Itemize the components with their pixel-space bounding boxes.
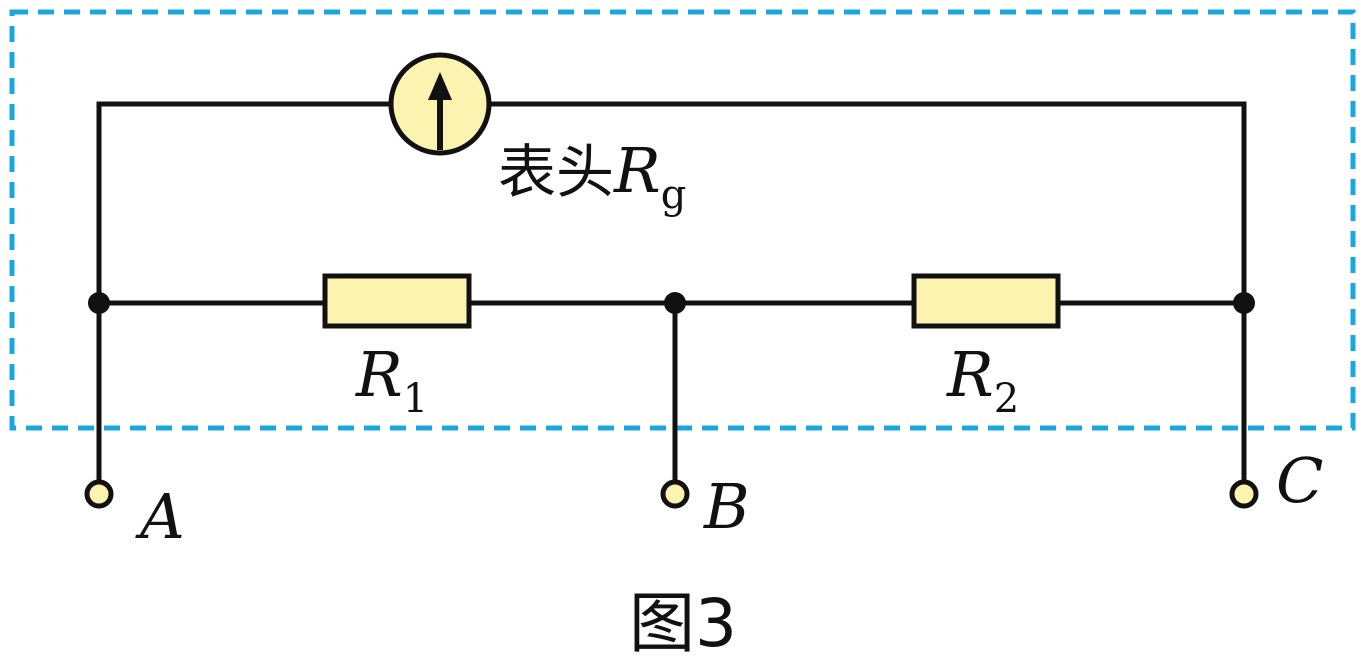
resistor-r2 (911, 273, 1061, 329)
meter-boundary-box (9, 9, 1356, 431)
terminal-c-label: C (1276, 444, 1323, 517)
junction-dot-middle (664, 292, 686, 314)
junction-dot-right (1233, 292, 1255, 314)
terminal-b (660, 479, 690, 509)
upward-arrow-meter-icon (428, 72, 452, 150)
top-wire (96, 101, 393, 306)
terminal-c (1229, 479, 1259, 509)
galvanometer (388, 52, 492, 156)
terminal-b-label: B (703, 470, 750, 543)
resistor-r2-label: R2 (946, 338, 1019, 422)
figure-caption: 图3 (629, 585, 737, 662)
terminal-a (84, 479, 114, 509)
top-wire-right (487, 101, 1247, 306)
terminal-a-label: A (135, 480, 185, 553)
resistor-r1 (322, 273, 472, 329)
junction-dot-left (88, 292, 110, 314)
resistor-r1-label: R1 (355, 338, 428, 422)
galvanometer-label: 表头Rg (498, 134, 686, 218)
